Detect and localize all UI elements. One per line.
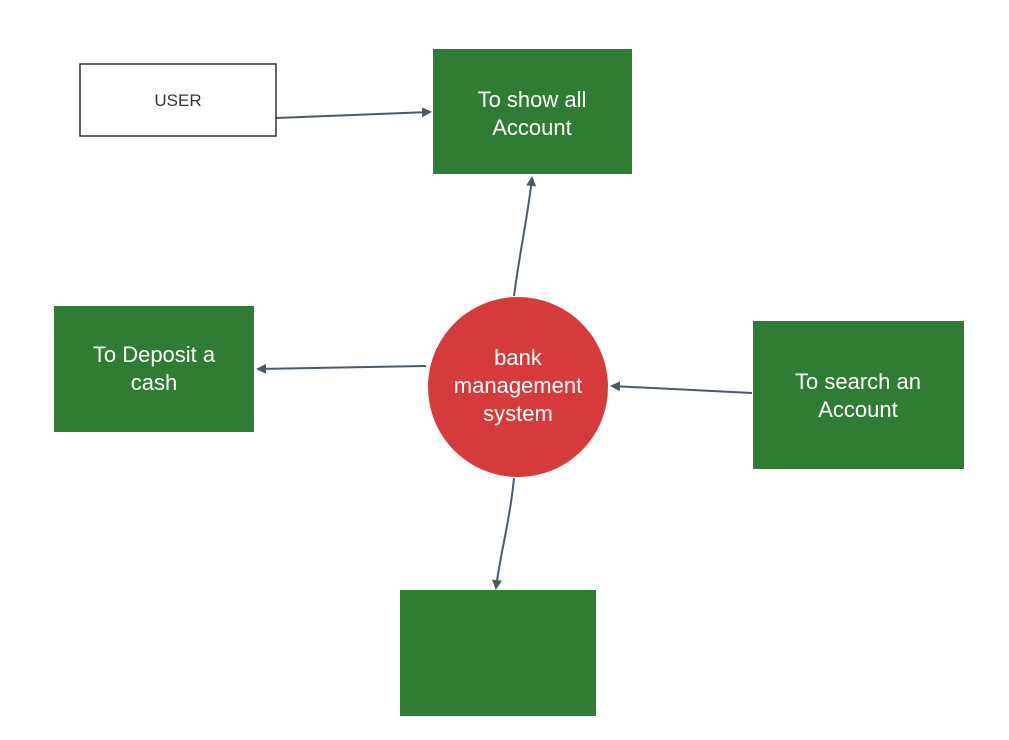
actor-user: USER [79,63,277,137]
actor-label: USER [154,91,201,110]
process-label-line2: Account [492,115,572,140]
central-system: bank management system [428,297,608,477]
arrow-center-to-bottom [492,477,515,590]
process-label-line1: To Deposit a [93,342,216,367]
system-label-line1: bank [494,345,543,370]
system-label-line2: management [454,373,582,398]
arrow-center-to-show-all [513,176,537,297]
system-label-line3: system [483,401,553,426]
process-label-line2: Account [818,397,898,422]
process-search-account: To search an Account [753,321,964,469]
arrow-search-to-center [610,381,753,394]
process-label-line1: To search an [795,369,921,394]
process-box [54,306,254,432]
process-deposit-cash: To Deposit a cash [54,306,254,432]
process-label-line2: cash [131,370,177,395]
arrow-user-to-show-all [275,107,432,119]
process-label-line1: To show all [478,87,587,112]
actor-box [79,63,277,137]
process-box [753,321,964,469]
process-box [433,49,632,174]
process-show-all-account: To show all Account [433,49,632,174]
process-box [400,590,596,716]
system-circle [428,297,608,477]
connectors [256,107,753,590]
process-bottom [400,590,596,716]
arrow-center-to-deposit [256,363,427,374]
